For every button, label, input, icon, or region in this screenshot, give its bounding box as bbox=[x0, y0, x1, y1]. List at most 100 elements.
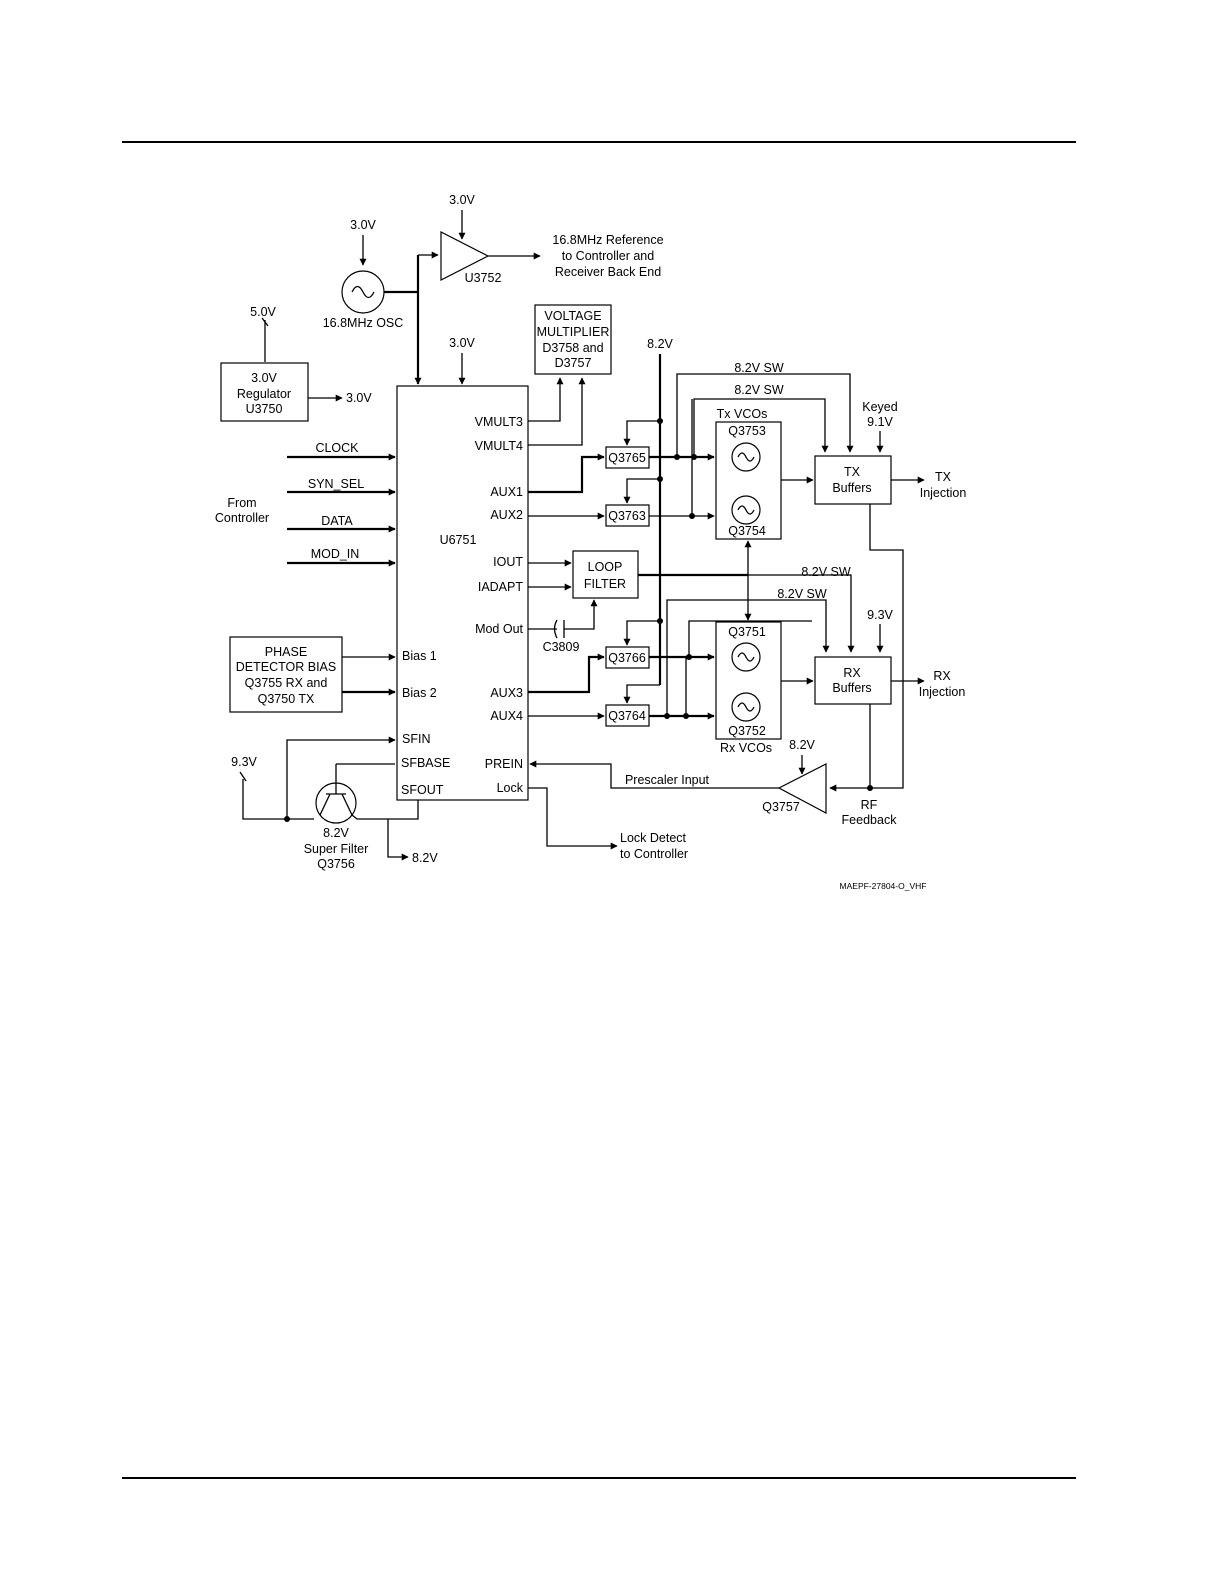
amplifier-triangle-icon bbox=[440, 231, 490, 281]
svg-text:D3758 and: D3758 and bbox=[542, 341, 603, 355]
svg-text:From: From bbox=[227, 496, 256, 510]
svg-text:VMULT3: VMULT3 bbox=[475, 415, 523, 429]
svg-text:AUX2: AUX2 bbox=[490, 508, 523, 522]
svg-text:3.0V: 3.0V bbox=[449, 336, 475, 350]
svg-text:Lock: Lock bbox=[497, 781, 524, 795]
svg-text:TX: TX bbox=[935, 470, 952, 484]
phase-detector-bias: PHASE DETECTOR BIAS Q3755 RX and Q3750 T… bbox=[229, 636, 396, 713]
svg-text:8.2V SW: 8.2V SW bbox=[734, 361, 784, 375]
svg-text:Super Filter: Super Filter bbox=[304, 842, 369, 856]
svg-text:RF: RF bbox=[861, 798, 878, 812]
svg-text:Q3763: Q3763 bbox=[608, 509, 646, 523]
svg-text:Mod Out: Mod Out bbox=[475, 622, 523, 636]
svg-text:9.3V: 9.3V bbox=[867, 608, 893, 622]
svg-text:Q3765: Q3765 bbox=[608, 451, 646, 465]
loop-filter: LOOP FILTER C3809 bbox=[528, 540, 752, 654]
svg-text:SFBASE: SFBASE bbox=[401, 756, 450, 770]
svg-text:3.0V: 3.0V bbox=[251, 371, 277, 385]
svg-text:Regulator: Regulator bbox=[237, 387, 291, 401]
svg-text:Q3754: Q3754 bbox=[728, 524, 766, 538]
svg-text:8.2V: 8.2V bbox=[789, 738, 815, 752]
svg-text:Rx VCOs: Rx VCOs bbox=[720, 741, 772, 755]
svg-text:Q3752: Q3752 bbox=[728, 724, 766, 738]
svg-text:Q3766: Q3766 bbox=[608, 651, 646, 665]
svg-text:3.0V: 3.0V bbox=[346, 391, 372, 405]
svg-text:VMULT4: VMULT4 bbox=[475, 439, 523, 453]
svg-text:Injection: Injection bbox=[920, 486, 967, 500]
svg-text:FILTER: FILTER bbox=[584, 577, 626, 591]
svg-text:Q3764: Q3764 bbox=[608, 709, 646, 723]
svg-text:SYN_SEL: SYN_SEL bbox=[308, 477, 364, 491]
svg-text:8.2V SW: 8.2V SW bbox=[734, 383, 784, 397]
svg-text:IADAPT: IADAPT bbox=[478, 580, 524, 594]
svg-text:5.0V: 5.0V bbox=[250, 305, 276, 319]
svg-text:3.0V: 3.0V bbox=[350, 218, 376, 232]
svg-text:8.2V: 8.2V bbox=[412, 851, 438, 865]
svg-text:AUX4: AUX4 bbox=[490, 709, 523, 723]
svg-text:SFIN: SFIN bbox=[402, 732, 430, 746]
ic-u6751: 3.0V U6751 VMULT3 VMULT4 AUX1 AUX2 IOUT … bbox=[396, 336, 529, 801]
svg-text:9.3V: 9.3V bbox=[231, 755, 257, 769]
svg-text:PREIN: PREIN bbox=[485, 757, 523, 771]
svg-text:TX: TX bbox=[844, 465, 861, 479]
svg-text:U3752: U3752 bbox=[465, 271, 502, 285]
svg-text:PHASE: PHASE bbox=[265, 645, 307, 659]
svg-text:8.2V SW: 8.2V SW bbox=[801, 565, 851, 579]
svg-text:VOLTAGE: VOLTAGE bbox=[544, 309, 601, 323]
regulator-u3750: 5.0V 3.0V Regulator U3750 3.0V bbox=[220, 305, 372, 422]
svg-text:Buffers: Buffers bbox=[832, 681, 871, 695]
svg-text:Receiver Back End: Receiver Back End bbox=[555, 265, 661, 279]
switch-transistors: Q3765 Q3763 Q3766 Q3764 bbox=[605, 446, 650, 727]
svg-text:Q3755 RX and: Q3755 RX and bbox=[245, 676, 328, 690]
svg-text:Q3757: Q3757 bbox=[762, 800, 800, 814]
controller-inputs: CLOCK SYN_SEL DATA MOD_IN From Controlle… bbox=[215, 441, 396, 567]
super-filter-q3756: 9.3V 8.2V Super Filter Q3756 8.2V bbox=[231, 736, 438, 871]
svg-text:Prescaler Input: Prescaler Input bbox=[625, 773, 710, 787]
svg-text:Feedback: Feedback bbox=[842, 813, 898, 827]
tx-vco-section: Tx VCOs Q3753 Q3754 8.2V SW 8.2V SW Keye… bbox=[649, 361, 967, 540]
svg-text:Lock Detect: Lock Detect bbox=[620, 831, 687, 845]
figure-code: MAEPF-27804-O_VHF bbox=[840, 881, 927, 891]
svg-text:to Controller and: to Controller and bbox=[562, 249, 654, 263]
svg-text:Q3756: Q3756 bbox=[317, 857, 355, 871]
svg-text:RX: RX bbox=[843, 666, 861, 680]
svg-text:8.2V: 8.2V bbox=[647, 337, 673, 351]
amplifier-triangle-icon bbox=[777, 763, 827, 814]
svg-text:DATA: DATA bbox=[321, 514, 353, 528]
svg-text:RX: RX bbox=[933, 669, 951, 683]
voltage-multiplier: VOLTAGE MULTIPLIER D3758 and D3757 bbox=[534, 304, 612, 375]
lock-detect-output: Lock Detect to Controller bbox=[528, 787, 688, 861]
svg-text:Controller: Controller bbox=[215, 511, 269, 525]
svg-text:DETECTOR BIAS: DETECTOR BIAS bbox=[236, 660, 336, 674]
svg-text:Keyed: Keyed bbox=[862, 400, 897, 414]
svg-text:MOD_IN: MOD_IN bbox=[311, 547, 360, 561]
svg-text:AUX3: AUX3 bbox=[490, 686, 523, 700]
svg-text:C3809: C3809 bbox=[543, 640, 580, 654]
oscillator-16-8mhz: 3.0V 16.8MHz OSC bbox=[323, 218, 439, 385]
svg-text:D3757: D3757 bbox=[555, 356, 592, 370]
svg-text:SFOUT: SFOUT bbox=[401, 783, 444, 797]
svg-text:Q3753: Q3753 bbox=[728, 424, 766, 438]
svg-text:U3750: U3750 bbox=[246, 402, 283, 416]
svg-text:3.0V: 3.0V bbox=[449, 193, 475, 207]
svg-text:9.1V: 9.1V bbox=[867, 415, 893, 429]
svg-text:Buffers: Buffers bbox=[832, 481, 871, 495]
svg-text:LOOP: LOOP bbox=[588, 560, 623, 574]
svg-text:Tx VCOs: Tx VCOs bbox=[717, 407, 768, 421]
svg-text:CLOCK: CLOCK bbox=[315, 441, 359, 455]
svg-text:16.8MHz Reference: 16.8MHz Reference bbox=[552, 233, 663, 247]
svg-text:AUX1: AUX1 bbox=[490, 485, 523, 499]
svg-text:to Controller: to Controller bbox=[620, 847, 688, 861]
svg-text:8.2V: 8.2V bbox=[323, 826, 349, 840]
svg-text:Q3750 TX: Q3750 TX bbox=[258, 692, 315, 706]
svg-text:16.8MHz OSC: 16.8MHz OSC bbox=[323, 316, 404, 330]
buffer-u3752: 3.0V U3752 16.8MHz Reference to Controll… bbox=[440, 193, 664, 285]
svg-text:8.2V SW: 8.2V SW bbox=[777, 587, 827, 601]
rx-vco-section: 8.2V SW 8.2V SW 9.3V Q3751 Q3752 Rx VCOs… bbox=[649, 565, 965, 755]
svg-text:Q3751: Q3751 bbox=[728, 625, 766, 639]
svg-text:Bias 2: Bias 2 bbox=[402, 686, 437, 700]
svg-text:Injection: Injection bbox=[919, 685, 966, 699]
svg-text:MULTIPLIER: MULTIPLIER bbox=[537, 325, 610, 339]
svg-text:IOUT: IOUT bbox=[493, 555, 523, 569]
